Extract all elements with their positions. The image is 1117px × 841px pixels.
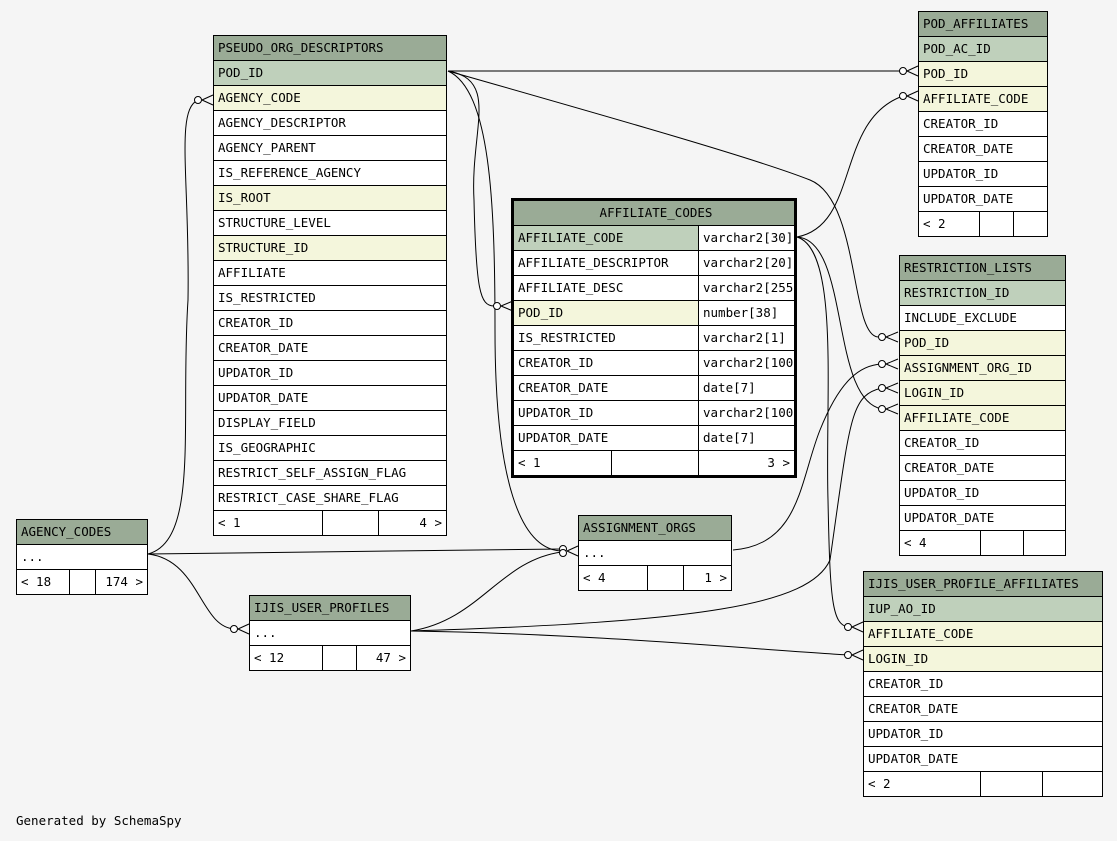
table-pod-affiliates[interactable]: POD_AFFILIATES POD_AC_ID POD_ID AFFILIAT… xyxy=(918,11,1048,237)
table-footer: < 4 xyxy=(900,530,1065,555)
column-row: CREATOR_DATE xyxy=(900,455,1065,480)
column-row: CREATOR_DATE xyxy=(214,335,446,360)
column-row: IUP_AO_ID xyxy=(864,596,1102,621)
table-footer: < 2 xyxy=(919,211,1047,236)
table-header: ASSIGNMENT_ORGS xyxy=(579,516,731,540)
column-row: CREATOR_ID xyxy=(900,430,1065,455)
column-row: IS_REFERENCE_AGENCY xyxy=(214,160,446,185)
table-header: AGENCY_CODES xyxy=(17,520,147,544)
edge-assignorgs-to-restriction xyxy=(732,363,883,551)
table-pseudo-org-descriptors[interactable]: PSEUDO_ORG_DESCRIPTORS POD_ID AGENCY_COD… xyxy=(213,35,447,536)
column-row: RESTRICT_CASE_SHARE_FLAG xyxy=(214,485,446,510)
table-footer: < 1 3 > xyxy=(514,450,794,475)
column-row: UPDATOR_ID xyxy=(864,721,1102,746)
table-header: RESTRICTION_LISTS xyxy=(900,256,1065,280)
column-row: AFFILIATE_CODE xyxy=(919,86,1047,111)
column-row: LOGIN_ID xyxy=(900,380,1065,405)
edge-affcodes-to-podaff xyxy=(796,95,904,238)
edge-ijis-to-ijisaff xyxy=(410,630,849,656)
table-header: POD_AFFILIATES xyxy=(919,12,1047,36)
table-agency-codes[interactable]: AGENCY_CODES ... < 18 174 > xyxy=(16,519,148,595)
column-row: ... xyxy=(579,540,731,565)
table-header: PSEUDO_ORG_DESCRIPTORS xyxy=(214,36,446,60)
table-footer: < 12 47 > xyxy=(250,645,410,670)
column-row: POD_ID xyxy=(919,61,1047,86)
column-row: UPDATOR_ID xyxy=(214,360,446,385)
table-header: AFFILIATE_CODES xyxy=(514,201,794,225)
column-row: AFFILIATE_CODE xyxy=(900,405,1065,430)
column-row: STRUCTURE_ID xyxy=(214,235,446,260)
column-row: UPDATOR_DATE xyxy=(864,746,1102,771)
column-row: CREATOR_DATE xyxy=(864,696,1102,721)
edge-agency-to-ijis xyxy=(147,553,236,630)
column-row: ... xyxy=(17,544,147,569)
table-header: IJIS_USER_PROFILES xyxy=(250,596,410,620)
column-row: CREATOR_ID xyxy=(214,310,446,335)
table-assignment-orgs[interactable]: ASSIGNMENT_ORGS ... < 4 1 > xyxy=(578,515,732,591)
column-row: LOGIN_ID xyxy=(864,646,1102,671)
column-row: ... xyxy=(250,620,410,645)
generated-by-footer: Generated by SchemaSpy xyxy=(16,813,182,828)
column-row: IS_RESTRICTED xyxy=(214,285,446,310)
column-row: CREATOR_ID xyxy=(864,671,1102,696)
table-header: IJIS_USER_PROFILE_AFFILIATES xyxy=(864,572,1102,596)
column-row: IS_GEOGRAPHIC xyxy=(214,435,446,460)
table-footer: < 18 174 > xyxy=(17,569,147,594)
column-row: INCLUDE_EXCLUDE xyxy=(900,305,1065,330)
column-row: RESTRICT_SELF_ASSIGN_FLAG xyxy=(214,460,446,485)
column-row: UPDATOR_DATE xyxy=(919,186,1047,211)
column-row: RESTRICTION_ID xyxy=(900,280,1065,305)
table-footer: < 1 4 > xyxy=(214,510,446,535)
column-row: UPDATOR_ID xyxy=(900,480,1065,505)
column-row: AGENCY_DESCRIPTOR xyxy=(214,110,446,135)
edge-pod-to-restriction xyxy=(447,70,879,338)
edge-ijis-to-assignorgs xyxy=(410,551,563,632)
edge-agency-to-assignorgs xyxy=(147,548,563,555)
column-row: ASSIGNMENT_ORG_ID xyxy=(900,355,1065,380)
column-row: STRUCTURE_LEVEL xyxy=(214,210,446,235)
edge-pod-to-affcodes xyxy=(447,70,495,307)
column-row: POD_ID xyxy=(214,60,446,85)
column-row: IS_ROOT xyxy=(214,185,446,210)
table-ijis-user-profiles[interactable]: IJIS_USER_PROFILES ... < 12 47 > xyxy=(249,595,411,671)
column-row: UPDATOR_DATE xyxy=(214,385,446,410)
column-row: AGENCY_CODE xyxy=(214,85,446,110)
table-footer: < 2 xyxy=(864,771,1102,796)
edge-affcodes-to-ijisaff xyxy=(796,236,849,628)
table-restriction-lists[interactable]: RESTRICTION_LISTS RESTRICTION_ID INCLUDE… xyxy=(899,255,1066,556)
column-row: AFFILIATE_CODE xyxy=(864,621,1102,646)
column-row: POD_ID xyxy=(900,330,1065,355)
edge-affcodes-to-restriction xyxy=(796,236,883,410)
column-row: DISPLAY_FIELD xyxy=(214,410,446,435)
column-row: AFFILIATE xyxy=(214,260,446,285)
edge-ijis-to-restriction-login xyxy=(410,387,883,632)
column-row: CREATOR_DATE xyxy=(919,136,1047,161)
edge-agency-to-pseudo xyxy=(147,99,199,555)
column-row: UPDATOR_DATE xyxy=(900,505,1065,530)
table-ijis-user-profile-affiliates[interactable]: IJIS_USER_PROFILE_AFFILIATES IUP_AO_ID A… xyxy=(863,571,1103,797)
column-row: POD_AC_ID xyxy=(919,36,1047,61)
column-row: CREATOR_ID xyxy=(919,111,1047,136)
column-row: AGENCY_PARENT xyxy=(214,135,446,160)
edge-pod-to-assignorgs xyxy=(447,70,563,552)
column-row: UPDATOR_ID xyxy=(919,161,1047,186)
table-footer: < 4 1 > xyxy=(579,565,731,590)
